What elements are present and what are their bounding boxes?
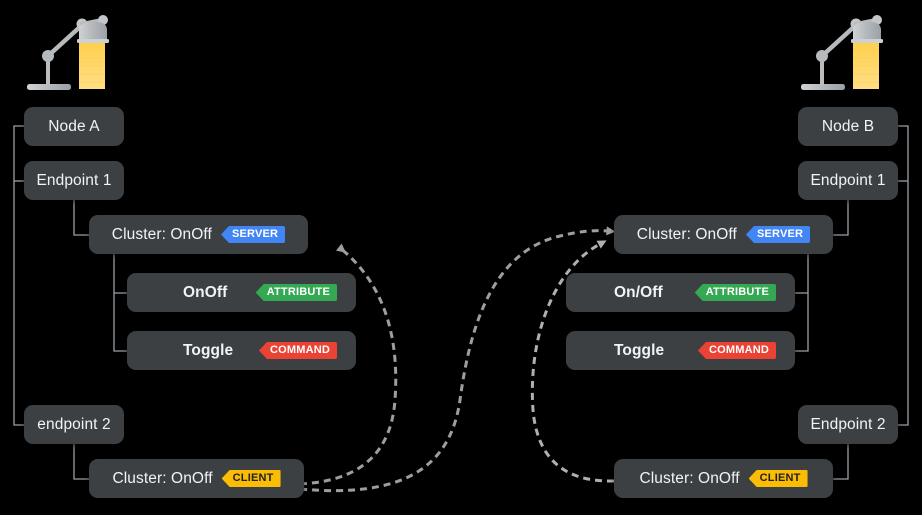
node-b-label: Node B (821, 117, 875, 135)
right-cluster-onoff-client-box[interactable]: Cluster: OnOff CLIENT (614, 459, 833, 498)
left-cluster-onoff-client-label: Cluster: OnOff (112, 469, 213, 487)
node-b-box[interactable]: Node B (798, 107, 898, 146)
left-endpoint-1-label: Endpoint 1 (36, 171, 112, 189)
right-endpoint-1-box[interactable]: Endpoint 1 (798, 161, 898, 200)
right-attribute-onoff-box[interactable]: On/Off ATTRIBUTE (566, 273, 795, 312)
right-command-toggle-box[interactable]: Toggle COMMAND (566, 331, 795, 370)
node-a-label: Node A (48, 117, 100, 135)
left-command-toggle-box[interactable]: Toggle COMMAND (127, 331, 356, 370)
left-cluster-onoff-server-label: Cluster: OnOff (111, 225, 212, 243)
left-attribute-badge: ATTRIBUTE (255, 284, 337, 301)
left-cluster-onoff-client-box[interactable]: Cluster: OnOff CLIENT (89, 459, 304, 498)
desk-lamp-icon-right (801, 15, 883, 90)
right-attribute-badge: ATTRIBUTE (694, 284, 776, 301)
left-cluster-onoff-server-box[interactable]: Cluster: OnOff SERVER (89, 215, 308, 254)
left-server-badge: SERVER (220, 226, 286, 243)
left-command-badge: COMMAND (258, 342, 337, 359)
left-attribute-onoff-box[interactable]: OnOff ATTRIBUTE (127, 273, 356, 312)
right-server-badge: SERVER (745, 226, 811, 243)
right-command-toggle-label: Toggle (614, 341, 665, 359)
left-attribute-onoff-label: OnOff (183, 283, 228, 301)
left-client-badge: CLIENT (221, 470, 281, 487)
desk-lamp-icon-left (27, 15, 109, 90)
left-endpoint-2-label: endpoint 2 (37, 415, 111, 433)
right-client-badge: CLIENT (748, 470, 808, 487)
right-cluster-onoff-server-label: Cluster: OnOff (636, 225, 737, 243)
left-command-toggle-label: Toggle (183, 341, 234, 359)
right-endpoint-2-label: Endpoint 2 (810, 415, 886, 433)
right-command-badge: COMMAND (697, 342, 776, 359)
right-endpoint-2-box[interactable]: Endpoint 2 (798, 405, 898, 444)
left-endpoint-2-box[interactable]: endpoint 2 (24, 405, 124, 444)
node-a-box[interactable]: Node A (24, 107, 124, 146)
right-attribute-onoff-label: On/Off (614, 283, 663, 301)
right-cluster-onoff-server-box[interactable]: Cluster: OnOff SERVER (614, 215, 833, 254)
right-endpoint-1-label: Endpoint 1 (810, 171, 886, 189)
right-cluster-onoff-client-label: Cluster: OnOff (639, 469, 740, 487)
left-endpoint-1-box[interactable]: Endpoint 1 (24, 161, 124, 200)
